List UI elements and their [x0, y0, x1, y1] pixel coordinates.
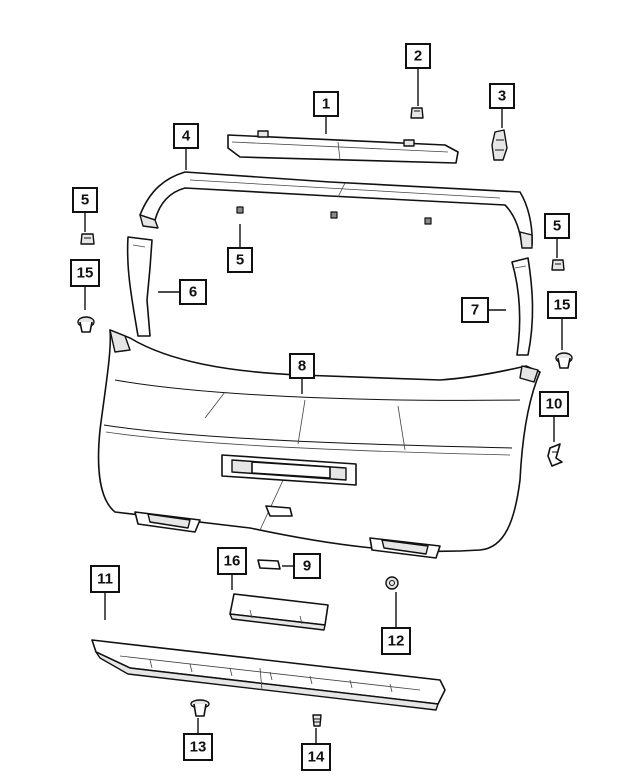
part-pushpin-13 [190, 699, 210, 717]
part-right-pillar-trim [511, 257, 534, 356]
callout-16: 16 [217, 547, 247, 575]
part-upper-trim-strip [227, 130, 459, 164]
callout-label: 12 [388, 633, 405, 650]
callout-5-left: 5 [72, 187, 98, 213]
part-pushpin-15-right [555, 352, 573, 369]
callout-label: 1 [322, 96, 330, 113]
callout-9: 9 [293, 553, 321, 579]
callout-label: 2 [414, 48, 422, 65]
leader-lines [84, 68, 563, 744]
callout-label: 15 [77, 265, 94, 282]
part-handle-bezel [229, 593, 329, 631]
callout-6: 6 [179, 279, 207, 305]
part-header-frame [139, 171, 533, 249]
callout-15-right: 15 [547, 291, 577, 319]
callout-label: 8 [298, 358, 306, 375]
callout-1: 1 [313, 91, 339, 117]
callout-label: 13 [190, 739, 207, 756]
callout-5-center: 5 [227, 247, 253, 273]
part-fastener-12 [385, 576, 399, 590]
part-lamp-lens [257, 559, 281, 570]
part-clip-5-left [80, 233, 95, 245]
callout-label: 14 [308, 749, 325, 766]
callout-label: 9 [303, 558, 311, 575]
part-liftgate-trim-panel [97, 329, 541, 559]
callout-15-left: 15 [70, 259, 100, 287]
part-retainer-clip-10 [547, 443, 563, 467]
callout-10: 10 [539, 391, 569, 417]
callout-label: 5 [81, 192, 89, 209]
callout-label: 3 [498, 88, 506, 105]
part-clip-2 [410, 107, 424, 119]
part-screw-14 [312, 714, 322, 727]
callout-label: 4 [182, 128, 191, 145]
callout-4: 4 [173, 123, 199, 149]
callout-label: 6 [189, 284, 197, 301]
part-pushpin-15-left [77, 316, 95, 333]
callout-8: 8 [289, 353, 315, 379]
callout-12: 12 [381, 627, 411, 655]
callout-label: 15 [554, 297, 571, 314]
callout-2: 2 [405, 43, 431, 69]
part-clip-5-right [551, 259, 565, 271]
part-scuff-plate [91, 639, 446, 711]
callout-13: 13 [183, 733, 213, 761]
callout-label: 5 [553, 218, 561, 235]
part-left-pillar-trim [126, 236, 153, 337]
callout-label: 5 [236, 252, 244, 269]
callout-label: 16 [224, 553, 241, 570]
callout-label: 11 [97, 571, 113, 588]
callout-11: 11 [90, 565, 120, 593]
callout-3: 3 [489, 83, 515, 109]
part-bracket-3 [491, 129, 508, 161]
callout-7: 7 [461, 297, 489, 323]
callout-5-right: 5 [544, 213, 570, 239]
callout-label: 10 [546, 396, 563, 413]
callout-label: 7 [471, 302, 479, 319]
part-clips-frame [236, 206, 432, 225]
callout-14: 14 [301, 743, 331, 771]
